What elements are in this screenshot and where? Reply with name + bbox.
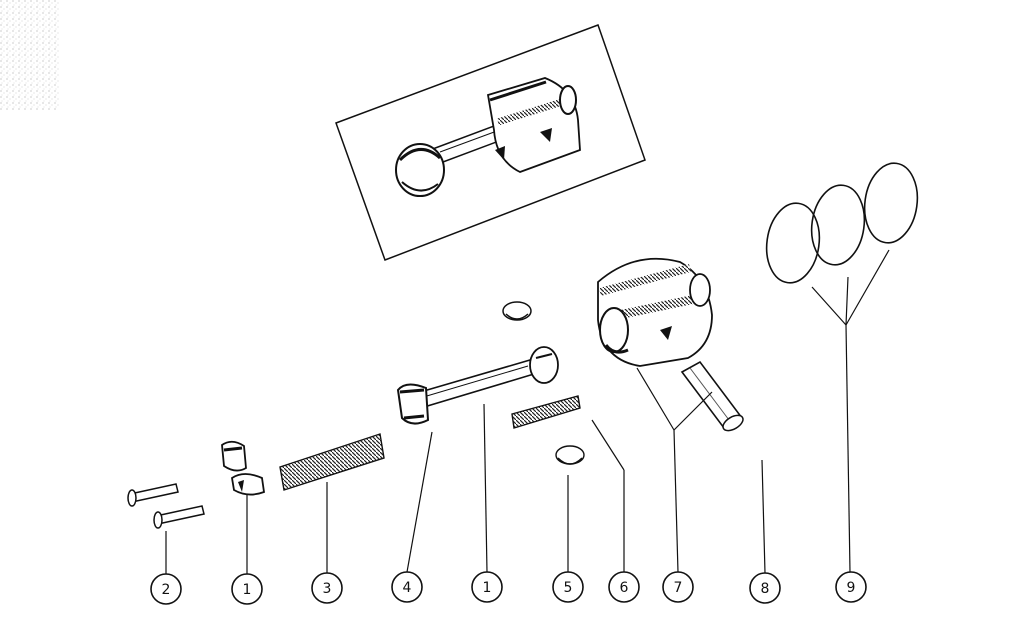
leader-lines	[165, 249, 890, 575]
callout-9: 9	[835, 571, 867, 603]
svg-text:1: 1	[483, 580, 492, 596]
connecting-rod	[396, 346, 559, 425]
assembled-piston-inset	[335, 24, 646, 261]
svg-text:8: 8	[761, 581, 770, 597]
svg-text:1: 1	[243, 582, 252, 598]
callout-7: 7	[662, 571, 694, 603]
rod-cap	[221, 440, 265, 496]
circlips	[502, 301, 585, 465]
piston	[597, 257, 713, 367]
svg-text:2: 2	[162, 582, 171, 598]
callout-8: 8	[749, 572, 781, 604]
svg-text:4: 4	[403, 580, 412, 596]
rod-bolts	[127, 483, 205, 529]
callout-3: 3	[311, 572, 343, 604]
svg-text:9: 9	[847, 580, 856, 596]
callout-6: 6	[608, 571, 640, 603]
svg-text:3: 3	[323, 581, 332, 597]
callout-1a: 1	[231, 573, 263, 605]
piston-pin	[680, 360, 744, 432]
callout-4: 4	[391, 571, 423, 603]
callout-1b: 1	[471, 571, 503, 603]
big-end-bearing	[279, 433, 385, 491]
paper-texture	[0, 0, 60, 110]
piston-rings	[765, 162, 919, 284]
small-end-bushing	[511, 395, 581, 429]
svg-text:6: 6	[620, 580, 629, 596]
callout-2: 2	[150, 573, 182, 605]
callout-5: 5	[552, 571, 584, 603]
svg-text:7: 7	[674, 580, 683, 596]
svg-text:5: 5	[564, 580, 573, 596]
